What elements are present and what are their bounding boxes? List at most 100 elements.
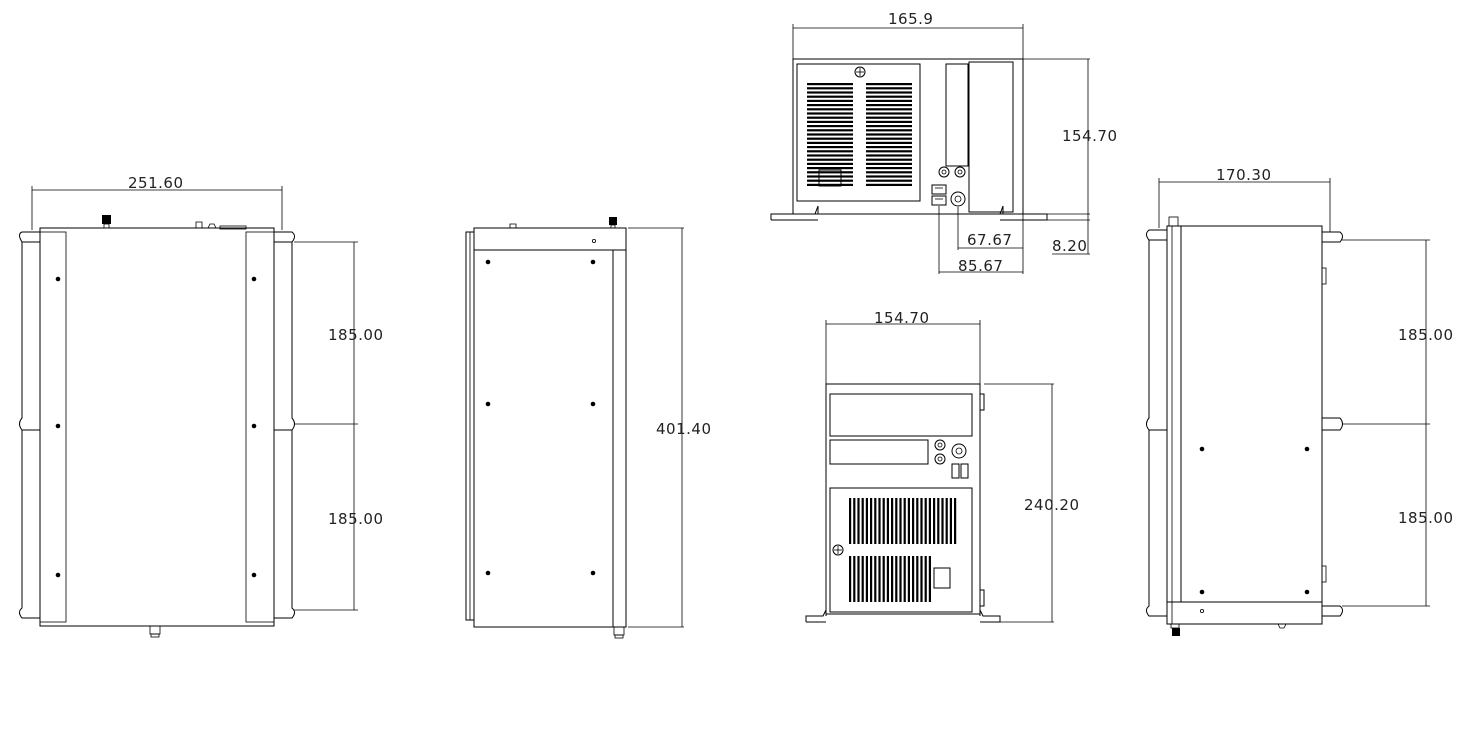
vent-slot [912, 498, 915, 544]
vent-slot [807, 91, 853, 94]
vent-slot [866, 112, 912, 115]
vent-slot [920, 498, 923, 544]
vent-slot [878, 556, 881, 602]
vent-slot [954, 498, 957, 544]
vent-slot [866, 162, 912, 165]
vent-slot [886, 556, 889, 602]
dim-front-io-offset-2: 85.67 [958, 257, 1003, 275]
vent-slot [882, 498, 885, 544]
front-view [770, 24, 1090, 274]
dim-right-spacing-2: 185.00 [1398, 509, 1454, 527]
vent-slot [866, 120, 912, 123]
dim-top-spacing-2: 185.00 [328, 510, 384, 528]
top-view [19, 186, 358, 638]
vent-slot [891, 498, 894, 544]
vent-slot [866, 99, 912, 102]
vent-slot [937, 498, 940, 544]
vent-slot [924, 498, 927, 544]
vent-slot [870, 498, 873, 544]
vent-slot [807, 167, 853, 170]
vent-slot [878, 498, 881, 544]
vent-slot [807, 112, 853, 115]
vent-slot [866, 133, 912, 136]
vent-slot [866, 146, 912, 149]
vent-slot [866, 158, 912, 161]
vent-slot [903, 556, 906, 602]
dim-front-foot: 8.20 [1052, 237, 1087, 255]
vent-slot [807, 146, 853, 149]
vent-slot [874, 498, 877, 544]
vent-slot [807, 104, 853, 107]
vent-slot [928, 556, 931, 602]
vent-slot [861, 498, 864, 544]
vent-slot [807, 133, 853, 136]
dim-top-width: 251.60 [128, 174, 184, 192]
vent-slot [891, 556, 894, 602]
vent-slot [903, 498, 906, 544]
dim-front-height: 154.70 [1062, 127, 1118, 145]
vent-slot [899, 556, 902, 602]
dim-rear-height: 240.20 [1024, 496, 1080, 514]
vent-slot [807, 141, 853, 144]
vent-slot [916, 556, 919, 602]
vent-slot [807, 95, 853, 98]
vent-slot [866, 83, 912, 86]
vent-slot [807, 158, 853, 161]
vent-slot [907, 556, 910, 602]
vent-slot [916, 498, 919, 544]
vent-slot [807, 150, 853, 153]
vent-slot [866, 141, 912, 144]
vent-slot [807, 83, 853, 86]
vent-slot [866, 179, 912, 182]
right-side-view [1146, 178, 1430, 636]
vent-slot [866, 87, 912, 90]
vent-slot [849, 556, 852, 602]
vent-slot [857, 556, 860, 602]
vent-slot [870, 556, 873, 602]
vent-slot [928, 498, 931, 544]
rear-view [805, 320, 1054, 623]
vent-slot [866, 129, 912, 132]
vent-slot [866, 108, 912, 111]
vent-slot [895, 498, 898, 544]
vent-slot [857, 498, 860, 544]
vent-slot [849, 498, 852, 544]
vent-slot [895, 556, 898, 602]
dim-right-spacing-1: 185.00 [1398, 326, 1454, 344]
vent-slot [907, 498, 910, 544]
vent-slot [807, 120, 853, 123]
vent-slot [941, 498, 944, 544]
vent-slot [866, 91, 912, 94]
dim-rear-width: 154.70 [874, 309, 930, 327]
vent-slot [807, 125, 853, 128]
vent-slot [807, 179, 853, 182]
vent-slot [866, 175, 912, 178]
vent-slot [807, 129, 853, 132]
dim-side-length: 401.40 [656, 420, 712, 438]
vent-slot [807, 154, 853, 157]
vent-slot [866, 95, 912, 98]
dim-front-io-offset-1: 67.67 [967, 231, 1012, 249]
vent-slot [882, 556, 885, 602]
vent-slot [807, 175, 853, 178]
vent-slot [807, 183, 853, 186]
vent-slot [853, 498, 856, 544]
vent-slot [912, 556, 915, 602]
vent-slot [866, 183, 912, 186]
dim-front-width: 165.9 [888, 10, 933, 28]
vent-slot [949, 498, 952, 544]
vent-slot [874, 556, 877, 602]
vent-slot [866, 150, 912, 153]
vent-slot [807, 137, 853, 140]
vent-slot [886, 498, 889, 544]
vent-slot [920, 556, 923, 602]
vent-slot [899, 498, 902, 544]
vent-slot [807, 87, 853, 90]
vent-slot [866, 167, 912, 170]
vent-slot [807, 162, 853, 165]
vent-slot [807, 99, 853, 102]
side-view [465, 217, 684, 639]
dim-top-spacing-1: 185.00 [328, 326, 384, 344]
vent-slot [866, 125, 912, 128]
